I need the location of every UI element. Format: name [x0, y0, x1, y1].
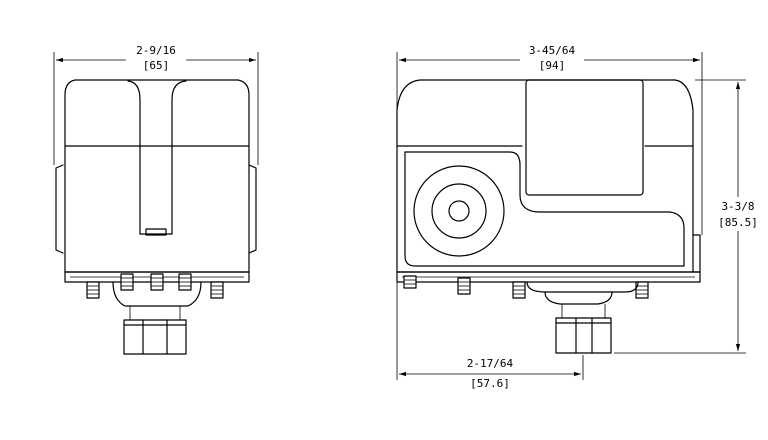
terminal-screw	[150, 273, 164, 291]
front-hex-fitting	[123, 319, 187, 355]
side-center-hole	[448, 200, 470, 222]
side-hex-fitting	[555, 317, 612, 354]
front-center-channel	[127, 80, 187, 235]
side-width-imperial: 3-45/64	[529, 44, 576, 57]
front-width-imperial: 2-9/16	[136, 44, 176, 57]
side-outer-ring	[413, 165, 505, 257]
terminal-screw	[403, 275, 417, 289]
side-inner-ring	[431, 183, 487, 239]
terminal-screw	[178, 273, 192, 291]
terminal-screw	[86, 281, 100, 299]
terminal-screw	[120, 273, 134, 291]
side-view: 3-45/64 [94] 3-3/8 [85.5] 2-17/64 [57.6]	[396, 43, 763, 390]
front-channel-tab	[145, 228, 167, 236]
terminal-screw	[512, 281, 526, 299]
terminal-screw	[635, 281, 649, 299]
side-connection-neck	[526, 281, 639, 293]
side-width-metric: [94]	[539, 59, 566, 72]
front-right-bump	[248, 164, 257, 254]
front-width-metric: [65]	[143, 59, 170, 72]
front-body-outline	[64, 79, 250, 273]
port-offset-imperial: 2-17/64	[467, 357, 514, 370]
front-terminals	[86, 273, 224, 299]
side-right-lip	[692, 234, 701, 273]
front-left-bump	[55, 164, 64, 254]
side-housing-outline	[396, 145, 694, 273]
side-height-imperial: 3-3/8	[721, 200, 754, 213]
front-connection-neck	[112, 281, 202, 307]
side-cover-outline	[396, 79, 694, 147]
side-base-plate	[396, 271, 701, 283]
terminal-screw	[210, 281, 224, 299]
side-window-cover	[525, 79, 644, 196]
terminal-screw	[457, 277, 471, 295]
side-inner-contour	[404, 151, 685, 267]
side-height-metric: [85.5]	[718, 216, 758, 229]
side-terminals	[403, 275, 649, 299]
port-offset-metric: [57.6]	[470, 377, 510, 390]
front-view: 2-9/16 [65]	[53, 43, 259, 355]
